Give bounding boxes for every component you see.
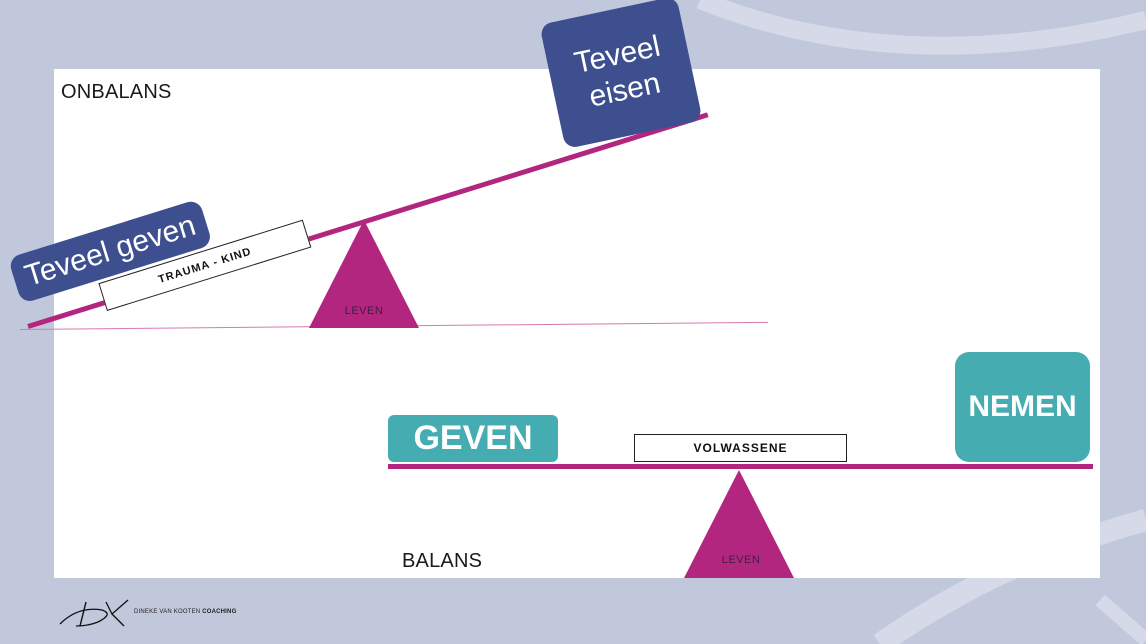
logo-text: DINEKE VAN KOOTEN COACHING [134,609,236,615]
onbalans-title: ONBALANS [61,81,172,103]
logo-name: DINEKE VAN KOOTEN [134,609,201,615]
top-fulcrum [309,220,419,328]
geven-box: GEVEN [388,415,558,462]
bottom-fulcrum [684,470,794,578]
top-fulcrum-label: LEVEN [344,305,384,317]
volwassene-label: VOLWASSENE [634,434,847,462]
balans-title: BALANS [402,550,483,572]
logo-suffix: COACHING [202,609,237,615]
nemen-box: NEMEN [955,352,1090,462]
bottom-beam [388,464,1093,469]
dk-logo-mark [59,599,129,627]
bottom-fulcrum-label: LEVEN [721,554,761,566]
